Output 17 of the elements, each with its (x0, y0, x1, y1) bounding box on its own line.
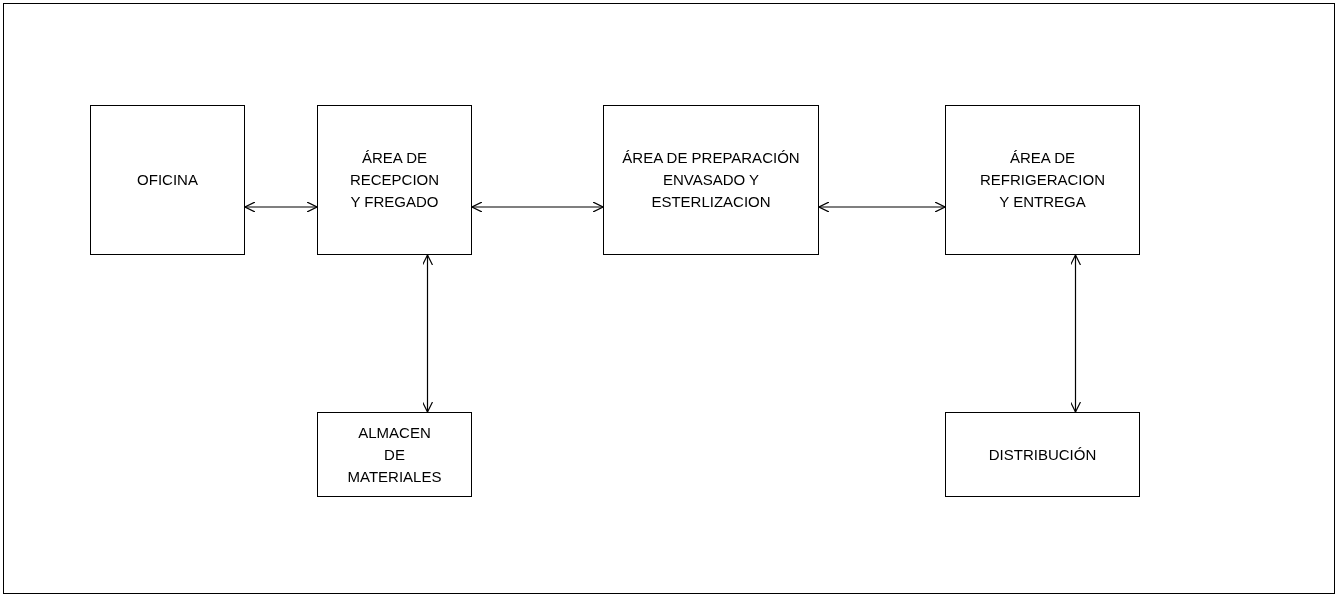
process-box (945, 105, 1140, 255)
process-box (945, 412, 1140, 497)
box-label: DISTRIBUCIÓN (988, 444, 1097, 465)
arrow (818, 201, 946, 213)
process-box (603, 105, 819, 255)
box-label: ÁREA DE REFRIGERACION Y ENTREGA (979, 148, 1106, 212)
arrow (244, 201, 318, 213)
arrow (421, 254, 434, 413)
box-label: ALMACEN DE MATERIALES (347, 422, 442, 487)
process-box (90, 105, 245, 255)
box-label: OFICINA (137, 170, 198, 190)
arrow (471, 201, 604, 213)
box-label: ÁREA DE PREPARACIÓN ENVASADO Y ESTERLIZACION (621, 148, 801, 212)
arrow (1069, 254, 1082, 413)
process-box (317, 105, 472, 255)
box-label: ÁREA DE RECEPCION Y FREGADO (348, 148, 441, 212)
process-box (317, 412, 472, 497)
